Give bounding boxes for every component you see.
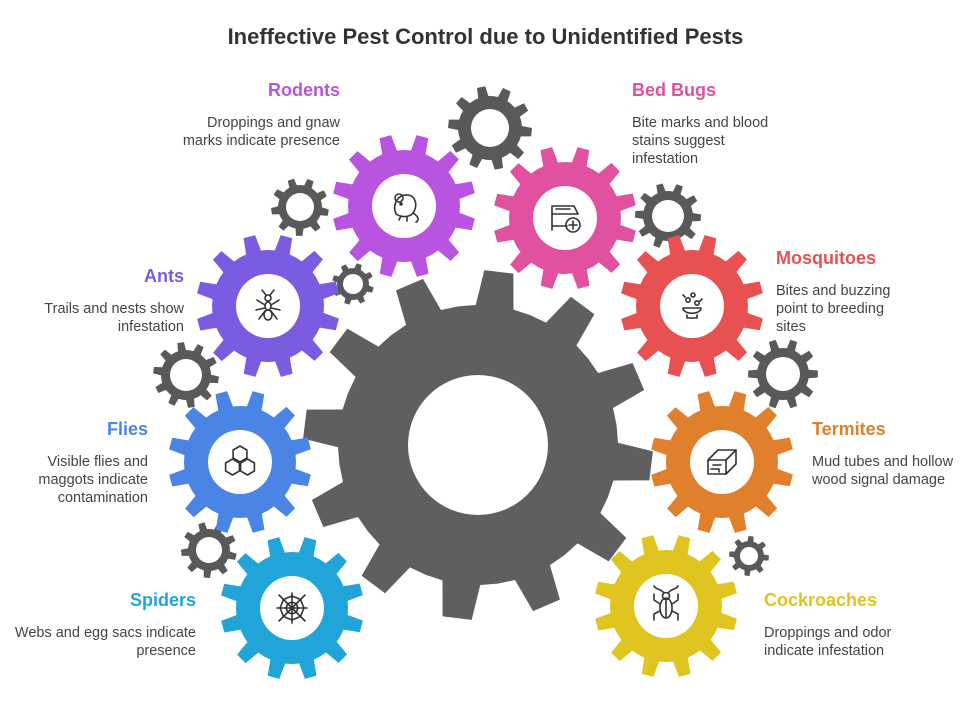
pest-description-cockroaches: Droppings and odor indicate infestation xyxy=(764,625,892,659)
small-gear-5 xyxy=(153,342,219,408)
honeycomb-icon xyxy=(224,445,256,476)
ant-icon xyxy=(255,289,281,321)
small-gear-7 xyxy=(181,522,237,578)
wood-beam-icon xyxy=(707,449,737,475)
pest-gear-ants xyxy=(197,235,339,377)
pest-label-rodents: Rodents xyxy=(268,80,340,100)
pest-label-spiders: Spiders xyxy=(129,590,196,610)
pest-label-termites: Termites xyxy=(812,419,886,439)
pest-description-spiders: Webs and egg sacs indicate presence xyxy=(14,625,196,659)
small-gear-2 xyxy=(271,178,329,236)
pest-description-rodents: Droppings and gnaw marks indicate presen… xyxy=(182,115,340,149)
small-gear-1 xyxy=(448,86,532,170)
mosquito-icon xyxy=(682,292,703,319)
small-gear-3 xyxy=(635,183,701,249)
pest-label-cockroaches: Cockroaches xyxy=(764,590,878,610)
pest-label-mosquitoes: Mosquitoes xyxy=(776,248,877,268)
spider-web-icon xyxy=(276,592,308,624)
rodent-icon xyxy=(393,193,419,223)
pest-description-termites: Mud tubes and hollow wood signal damage xyxy=(812,454,954,488)
pest-gear-termites xyxy=(651,391,793,533)
pest-description-bed-bugs: Bite marks and blood stains suggest infe… xyxy=(632,115,769,167)
pest-gear-rodents xyxy=(333,135,475,277)
small-gears xyxy=(153,86,818,578)
pest-icons xyxy=(224,193,737,624)
central-gear-body xyxy=(303,270,653,620)
pest-gears xyxy=(169,135,793,679)
diagram-title: Ineffective Pest Control due to Unidenti… xyxy=(227,24,744,49)
pest-description-mosquitoes: Bites and buzzing point to breeding site… xyxy=(776,283,891,335)
cockroach-icon xyxy=(653,585,679,621)
bed-icon xyxy=(551,205,581,233)
small-gear-6 xyxy=(748,339,818,409)
pest-gear-bed-bugs xyxy=(494,147,636,289)
small-gear-8 xyxy=(729,536,769,576)
pest-description-ants: Trails and nests show infestation xyxy=(44,301,184,335)
pest-label-bed-bugs: Bed Bugs xyxy=(632,80,717,100)
small-gear-4 xyxy=(332,263,374,305)
pest-label-ants: Ants xyxy=(144,266,184,286)
pest-label-flies: Flies xyxy=(106,419,148,439)
pest-gear-mosquitoes xyxy=(621,235,763,377)
central-gear xyxy=(303,270,653,620)
pest-description-flies: Visible flies and maggots indicate conta… xyxy=(38,454,148,506)
